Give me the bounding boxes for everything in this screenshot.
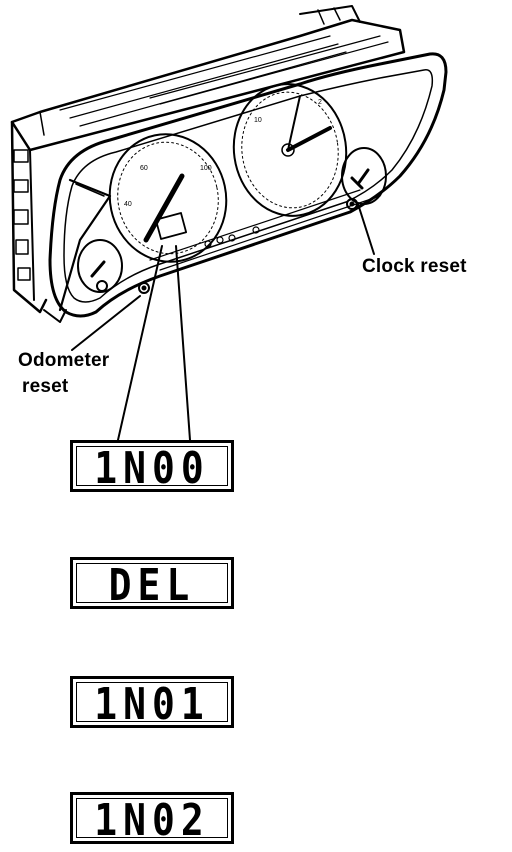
svg-text:10: 10	[254, 117, 262, 124]
clock-reset-label: Clock reset	[362, 256, 467, 277]
svg-text:60: 60	[140, 165, 148, 172]
svg-text:100: 100	[200, 165, 212, 172]
odometer-display-3: 1N01	[70, 676, 234, 728]
warning-lamps	[204, 226, 260, 248]
display-readout: 1N00	[94, 442, 210, 494]
speedometer-gauge: 60 100 40	[108, 133, 228, 263]
svg-text:40: 40	[124, 201, 132, 208]
odometer-reset-label-line1: Odometer	[18, 350, 110, 371]
display-readout: 1N02	[94, 794, 210, 846]
cluster-housing	[10, 5, 406, 314]
odometer-reset-label-line2: reset	[22, 376, 69, 397]
tachometer-gauge: 10 2	[232, 83, 348, 217]
odometer-display-1: 1N00	[70, 440, 234, 492]
display-readout: 1N01	[94, 678, 210, 730]
leader-lines	[71, 203, 375, 441]
svg-text:2: 2	[318, 99, 322, 106]
display-readout: DEL	[108, 559, 196, 611]
mounting-bracket	[43, 178, 112, 323]
odometer-display-2: DEL	[70, 557, 234, 609]
odometer-display-4: 1N02	[70, 792, 234, 844]
fuel-gauge	[77, 239, 150, 294]
clock-gauge	[341, 147, 387, 210]
